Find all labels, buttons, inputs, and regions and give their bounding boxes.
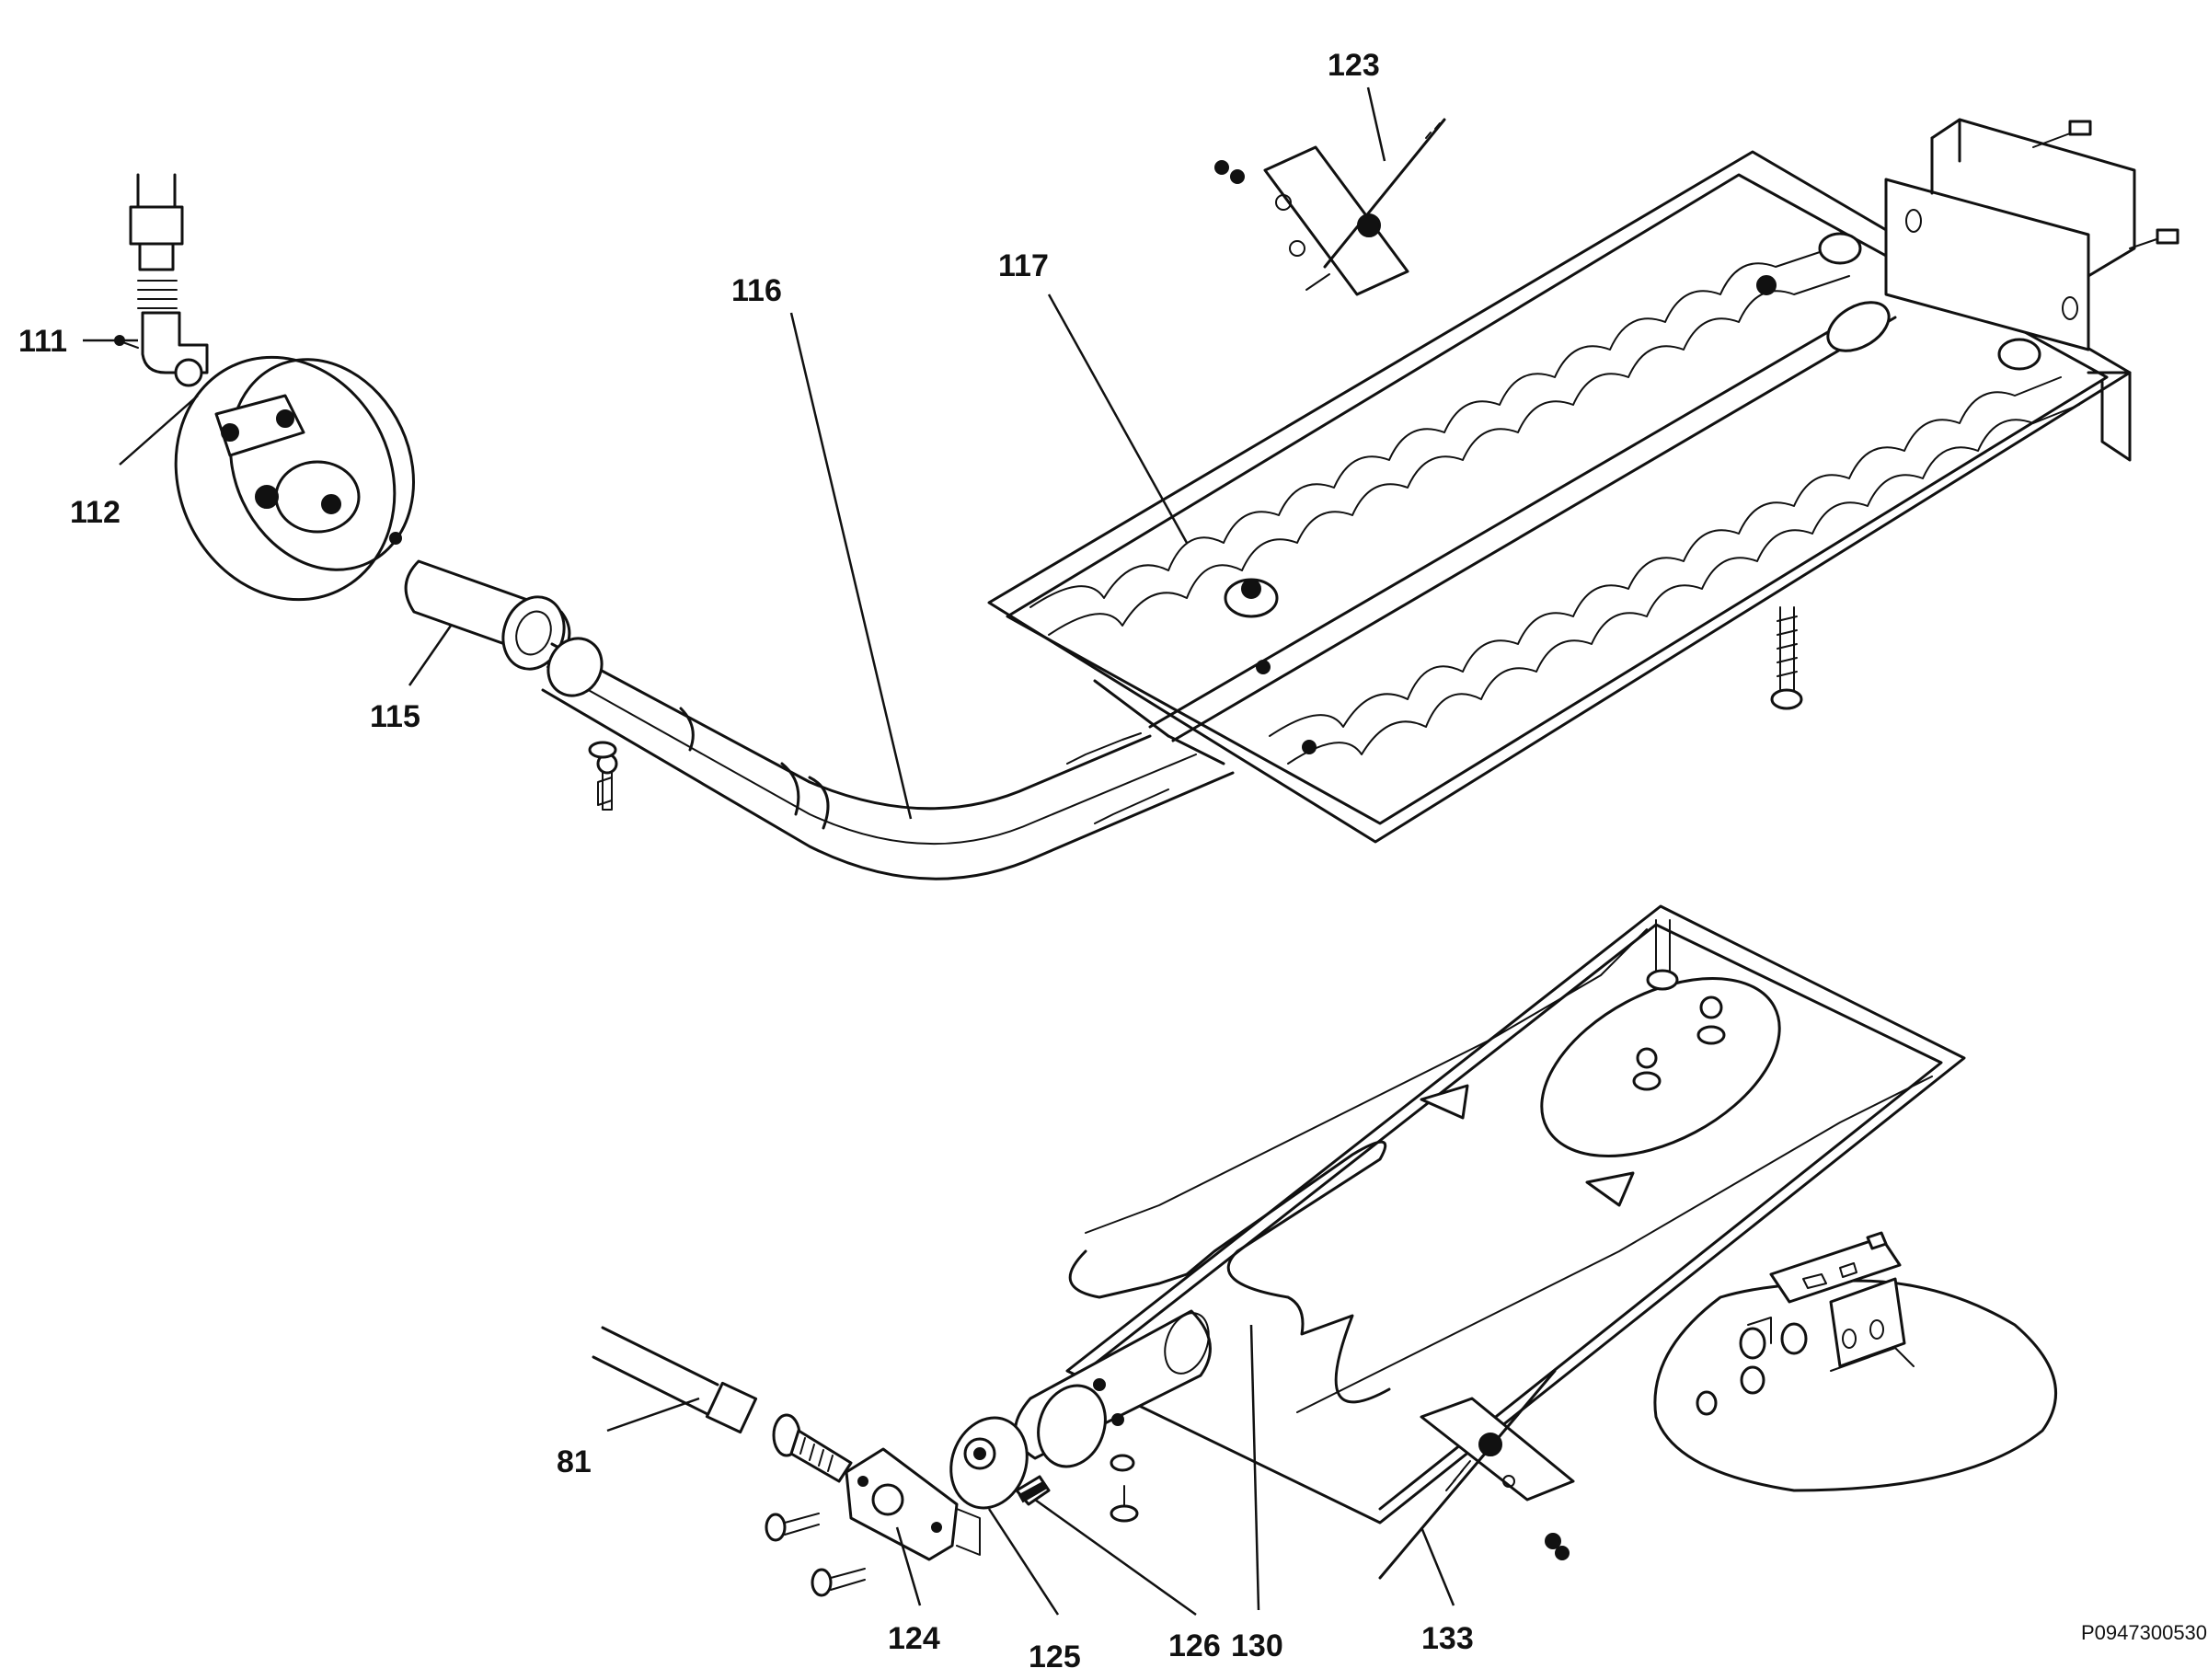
screws-under-tube: [1110, 1454, 1139, 1523]
leader-130: [1249, 1324, 1260, 1611]
leader-lines: [83, 86, 1455, 1617]
elbow-fitting-111: [114, 311, 209, 387]
label-115: 115: [370, 699, 420, 734]
label-112: 112: [70, 495, 121, 530]
label-81: 81: [557, 1444, 592, 1479]
leader-81: [606, 1397, 700, 1433]
label-126: 126: [1168, 1628, 1221, 1663]
label-124: 124: [888, 1621, 940, 1656]
screw-below-tray: [1770, 606, 1803, 710]
gas-pipe-81: [592, 1326, 853, 1483]
label-125: 125: [1029, 1640, 1081, 1674]
electrode-133: [1378, 1369, 1575, 1580]
label-111: 111: [18, 324, 67, 359]
mounting-bracket-right: [1653, 1231, 2057, 1492]
air-shutter-125: [949, 1416, 1029, 1510]
label-133: 133: [1421, 1621, 1474, 1656]
end-bracket: [1884, 118, 2179, 351]
document-code: P09473005305: [2081, 1621, 2208, 1644]
clip-126: [1015, 1475, 1051, 1506]
screws-near-124: [765, 1513, 866, 1597]
gas-fitting-top: [129, 173, 184, 309]
clip-screw: [588, 741, 617, 759]
electrode-123: [1214, 118, 1446, 296]
burner-tube-lower: [1014, 1309, 1212, 1468]
leader-112: [119, 395, 199, 466]
burner-tray-117: [987, 150, 2132, 844]
label-123: 123: [1328, 48, 1380, 83]
leader-116: [789, 312, 913, 820]
manifold-pipe-116: [541, 637, 1235, 880]
leader-117: [1047, 293, 1189, 544]
label-116: 116: [731, 273, 782, 308]
label-130: 130: [1231, 1628, 1283, 1663]
tube-115: [404, 559, 571, 671]
leader-124: [895, 1526, 922, 1606]
burner-plate-130: [1065, 904, 1966, 1525]
orifice-bracket-124: [845, 1447, 981, 1561]
part-labels: 111 112 115 116 117 123 81 124 125 126 1…: [18, 48, 1474, 1674]
leader-123: [1366, 86, 1386, 162]
label-117: 117: [998, 248, 1049, 283]
leader-126: [1034, 1498, 1197, 1617]
leader-115: [408, 625, 453, 686]
burner-head-112: [174, 355, 415, 602]
leader-125: [987, 1508, 1060, 1616]
leader-133: [1420, 1526, 1455, 1606]
